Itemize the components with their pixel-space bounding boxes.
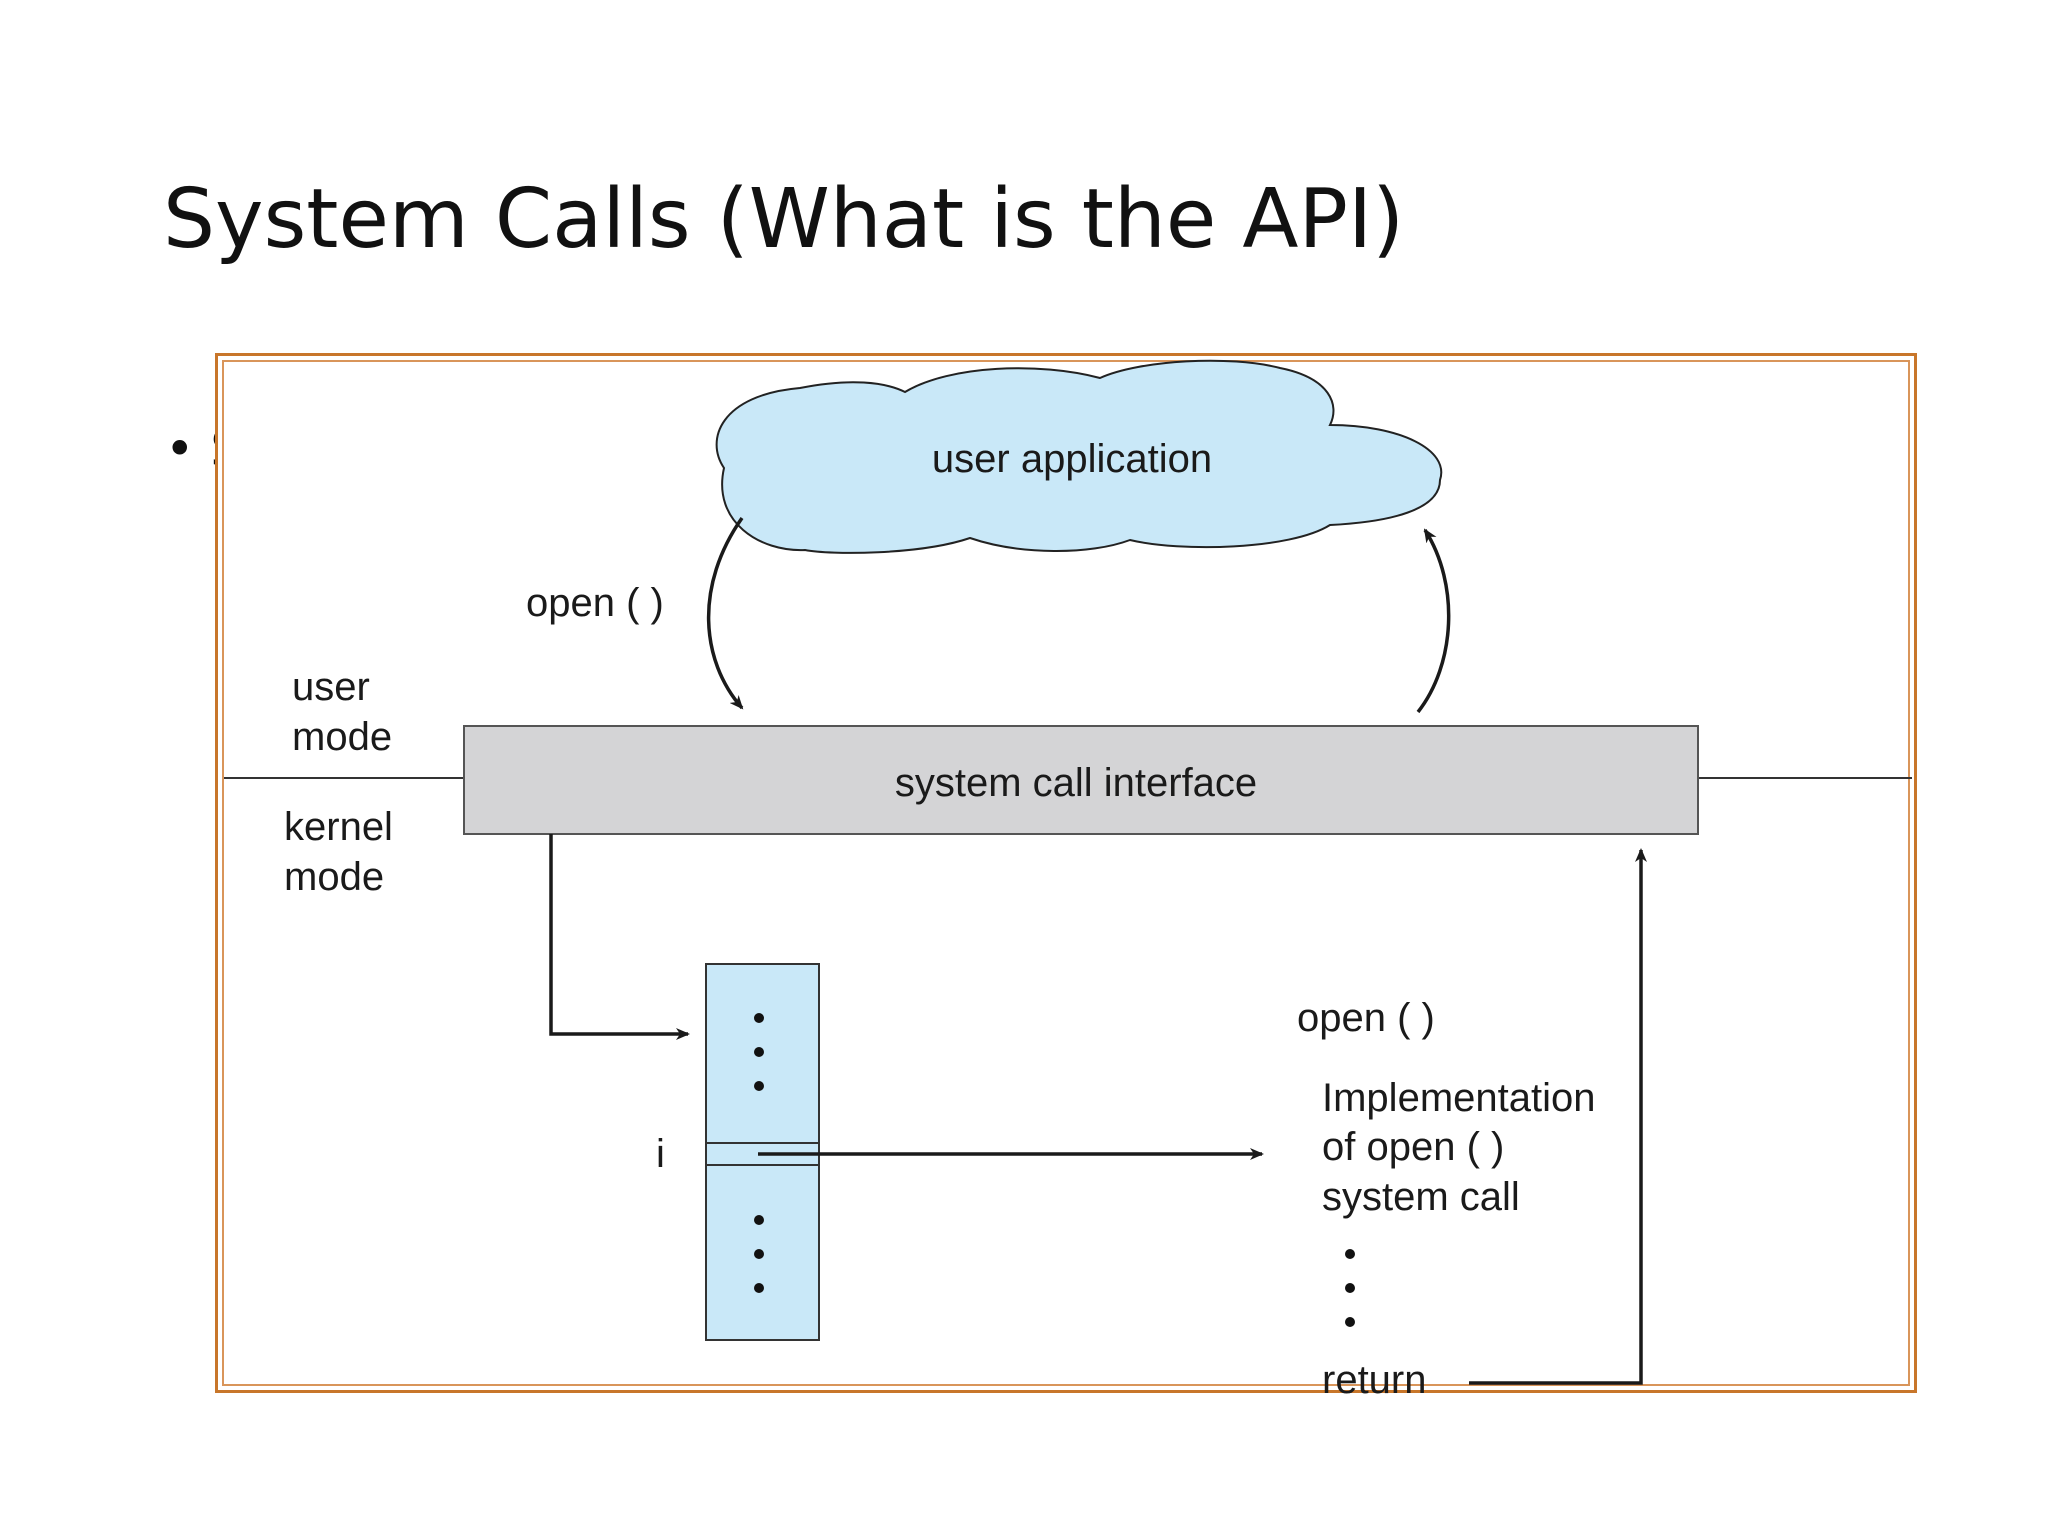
system-call-interface-bar [463, 725, 1699, 835]
implementation-dot [1345, 1283, 1355, 1293]
return-label: return [1322, 1358, 1427, 1402]
implementation-line-1: Implementation [1322, 1076, 1595, 1120]
implementation-line-2: of open ( ) [1322, 1125, 1504, 1169]
cloud-shape [715, 359, 1443, 554]
cloud-label: user application [932, 437, 1212, 481]
open-call-label: open ( ) [526, 581, 664, 625]
dispatch-arrow [549, 834, 690, 1040]
table-dot [754, 1249, 764, 1259]
return-to-app-arrow [1416, 528, 1451, 714]
implementation-header: open ( ) [1297, 996, 1435, 1040]
return-arrow [1469, 848, 1647, 1385]
kernel-mode-label-line2: mode [284, 855, 384, 899]
table-index-label: i [656, 1132, 665, 1176]
table-dot [754, 1081, 764, 1091]
kernel-mode-label-line1: kernel [284, 805, 393, 849]
system-call-interface-label: system call interface [895, 761, 1257, 805]
slide-title: System Calls (What is the API) [163, 172, 1405, 267]
call-arrow [706, 516, 744, 710]
implementation-dot [1345, 1317, 1355, 1327]
user-application-cloud: user application [715, 359, 1443, 554]
implementation-dot [1345, 1249, 1355, 1259]
table-dot [754, 1283, 764, 1293]
table-dot [754, 1215, 764, 1225]
table-body [705, 963, 820, 1341]
user-mode-label-line2: mode [292, 715, 392, 759]
system-call-table [705, 963, 820, 1341]
table-dot [754, 1047, 764, 1057]
table-dot [754, 1013, 764, 1023]
user-mode-label-line1: user [292, 665, 370, 709]
implementation-line-3: system call [1322, 1175, 1520, 1219]
